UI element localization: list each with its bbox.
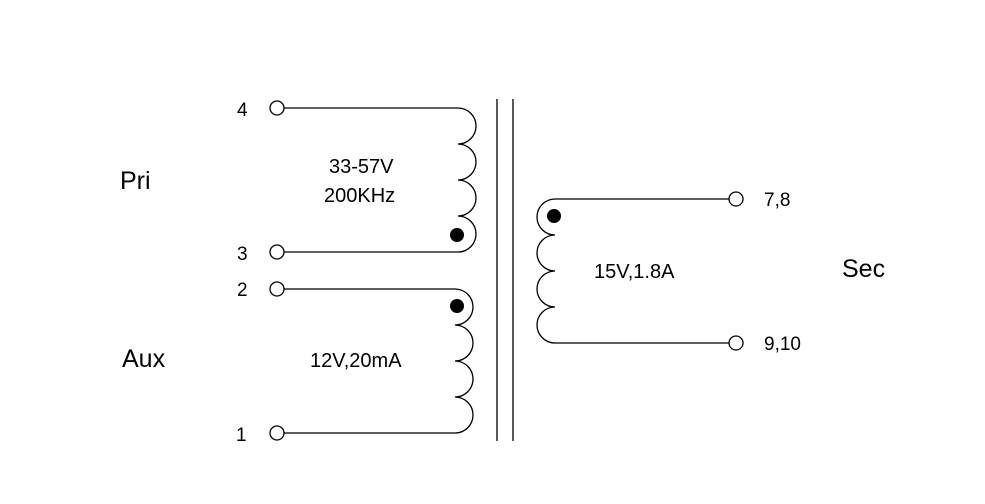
auxiliary-winding [269,281,474,441]
pin-label-3: 3 [237,244,248,265]
auxiliary-coil [284,288,474,434]
secondary-rating: 15V,1.8A [594,261,675,283]
pin-label-2: 2 [237,280,248,301]
pin-label-9-10: 9,10 [764,334,801,355]
terminal-pin-9-10[interactable] [728,335,744,351]
pin-label-7-8: 7,8 [764,190,790,211]
terminal-pin-2[interactable] [269,281,285,297]
terminal-pin-7-8[interactable] [728,191,744,207]
pin-label-1: 1 [236,425,247,446]
secondary-winding [536,191,744,351]
terminal-pin-3[interactable] [269,244,285,260]
primary-winding [269,100,477,260]
primary-voltage: 33-57V [329,156,394,178]
primary-frequency: 200KHz [324,185,395,207]
secondary-polarity-dot [547,209,561,223]
terminal-pin-1[interactable] [269,425,285,441]
primary-polarity-dot [450,228,464,242]
primary-label: Pri [120,167,151,195]
primary-coil [284,107,477,253]
auxiliary-label: Aux [122,345,166,373]
secondary-coil [536,198,729,344]
auxiliary-rating: 12V,20mA [310,350,402,372]
secondary-label: Sec [842,255,885,283]
pin-label-4: 4 [237,100,248,121]
auxiliary-polarity-dot [450,299,464,313]
terminal-pin-4[interactable] [269,100,285,116]
